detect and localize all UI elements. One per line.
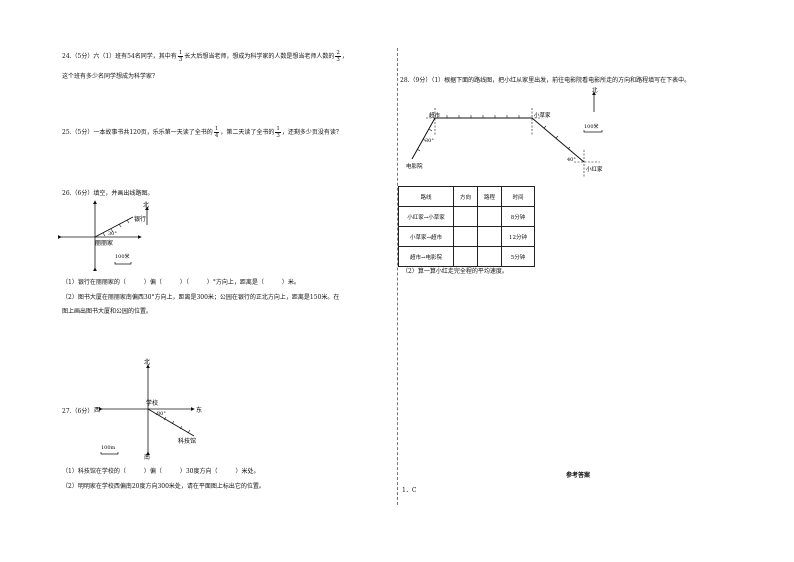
q28-route-line: [411, 117, 585, 163]
q24-text-pre: 24.（5分）六（1）班有54名同学，其中有: [62, 53, 177, 60]
answer-cell[interactable]: [453, 226, 478, 247]
q28-cinema-label: 电影院: [406, 162, 423, 170]
q27-museum-label: 科技馆: [178, 437, 196, 445]
q26-bank-line: [94, 216, 134, 238]
q28-north-label: 北: [592, 86, 598, 94]
answer-cell[interactable]: [453, 206, 478, 227]
table-header-row: 路线 方向 路程 时间: [398, 186, 535, 207]
q27-north-label: 北: [144, 358, 150, 366]
table-header-time: 时间: [501, 186, 535, 207]
q26-map: 北 银行 30° 丽丽家 100米: [57, 200, 149, 272]
column-divider: [397, 48, 398, 505]
table-header-distance: 路程: [477, 186, 502, 207]
q27-east-label: 东: [196, 406, 202, 414]
answer-cell[interactable]: [477, 206, 502, 227]
table-row: 超市→电影院 5分钟: [398, 246, 535, 267]
q27-map: 北 西 东 南 学校 30° 科技馆 100m: [94, 358, 202, 461]
q27-scale-label: 100m: [101, 445, 116, 451]
answer-item-1: 1．C: [402, 487, 417, 494]
q27-angle-label: 30°: [157, 411, 166, 417]
table-header-direction: 方向: [453, 186, 478, 207]
q26-scale-bar: [114, 262, 132, 265]
q28-route-table: 路线 方向 路程 时间 小红家→小草家 8分钟 小草家→超市 12分钟 超市→电…: [398, 186, 535, 267]
q28-scale-bar: [583, 130, 603, 133]
q27-museum-line: [147, 408, 195, 437]
q28-home-angle: 40°: [567, 157, 576, 163]
q24-line2: 这个班有多少名同学想成为科学家？: [62, 73, 159, 80]
answer-cell[interactable]: [477, 246, 502, 267]
q28-route-map: 北 100米 超市 小草家 小红家 电影院 30° 40°: [406, 86, 603, 178]
q26-title: 26.（6分）填空，并画出线路图。: [62, 190, 154, 197]
q28-title: 28.（9分）（1）根据下面的路线图，把小红从家里出发，前往电影院看电影所走的方…: [400, 77, 691, 84]
q28-scale-label: 100米: [584, 123, 599, 130]
q28-shop-label: 小草家: [534, 111, 551, 119]
q26-bank-label: 银行: [134, 215, 146, 223]
q24-text-mid: 长大后想当老师，想成为科学家的人数是想当老师人数的: [184, 53, 335, 60]
q28-home-label: 小红家: [586, 165, 603, 173]
q27-title: 27.（6分）: [62, 408, 94, 415]
answer-cell[interactable]: [453, 246, 478, 267]
q26-line1: （1）银行在丽丽家的（ ）偏（ ）（ ）°方向上，距离是（ ）米。: [62, 279, 300, 286]
table-row: 小红家→小草家 8分钟: [398, 206, 535, 227]
q26-line3: 图上画出图书大厦和公园的位置。: [62, 308, 153, 315]
q28-supermarket-label: 超市: [429, 111, 441, 119]
q26-angle-label: 30°: [108, 231, 117, 237]
q27-south-label: 南: [144, 453, 150, 461]
q28-line2: （2）算一算小红走完全程的平均速度。: [402, 268, 508, 275]
q26-home-label: 丽丽家: [95, 239, 113, 247]
answer-cell[interactable]: [477, 226, 502, 247]
answers-title: 参考答案: [566, 472, 591, 479]
q26-north-label: 北: [143, 201, 149, 209]
q27-west-label: 西: [94, 407, 100, 414]
q28-cinema-angle: 30°: [425, 138, 434, 144]
table-row: 小草家→超市 12分钟: [398, 226, 535, 247]
q26-line2: （2）图书大厦在丽丽家南偏西30°方向上，距离是300米；公园在银行的正北方向上…: [62, 294, 340, 301]
q26-scale-label: 100米: [115, 253, 130, 260]
q27-scale-bar: [100, 452, 119, 455]
q27-line1: （1）科技馆在学校的（ ）偏（ ）30度方向（ ）米处。: [62, 468, 260, 475]
q27-line2: （2）明明家在学校西偏南20度方向300米处，请在平面图上标出它的位置。: [62, 483, 265, 490]
q27-school-label: 学校: [146, 399, 158, 407]
table-header-route: 路线: [398, 186, 454, 207]
